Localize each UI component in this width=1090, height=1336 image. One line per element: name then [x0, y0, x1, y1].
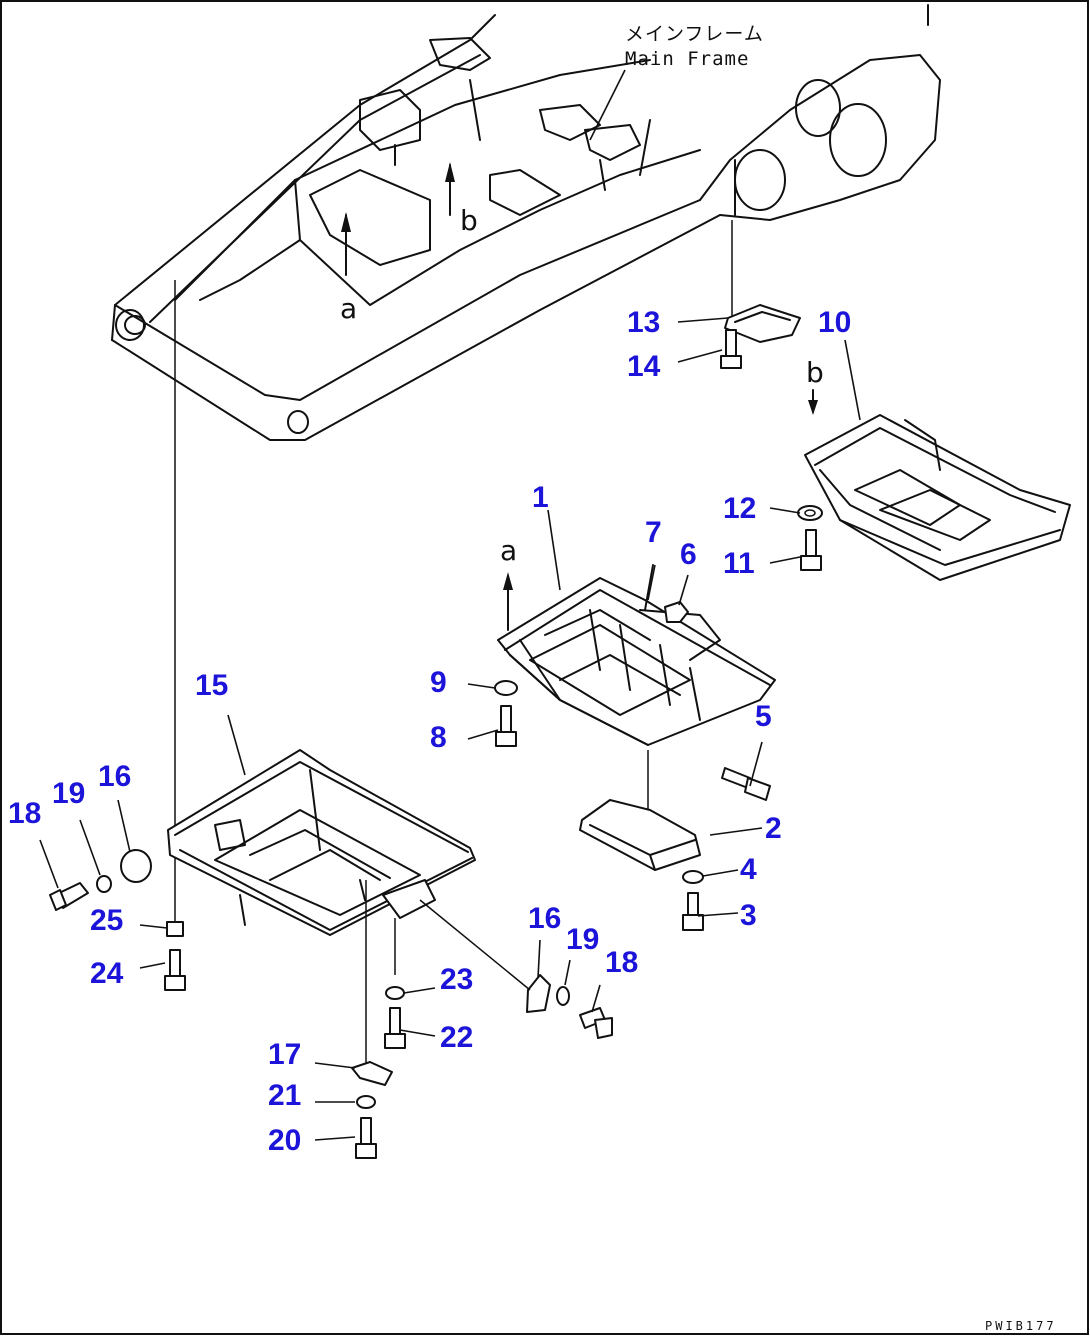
callout-15: 15 — [195, 669, 228, 702]
washer-12 — [797, 505, 823, 521]
callout-16-left: 16 — [98, 760, 131, 793]
callout-19-right: 19 — [566, 923, 599, 956]
washer-9 — [494, 680, 518, 696]
callout-10: 10 — [818, 306, 851, 339]
callout-14: 14 — [627, 350, 661, 383]
ref-letter-b-cover: b — [806, 356, 824, 389]
callout-21: 21 — [268, 1079, 301, 1112]
callout-17: 17 — [268, 1038, 301, 1071]
callout-25: 25 — [90, 904, 123, 937]
callout-19-left: 19 — [52, 777, 85, 810]
callout-2: 2 — [765, 812, 782, 845]
ref-letter-a-cover: a — [500, 534, 517, 567]
bolt-18-right — [579, 1007, 613, 1039]
callout-leaders — [39, 317, 861, 1141]
callout-12: 12 — [723, 492, 756, 525]
washer-23 — [385, 986, 405, 1000]
plug-16-left — [120, 849, 152, 883]
rear-under-cover-10 — [804, 414, 1071, 581]
callout-18-right: 18 — [605, 946, 638, 979]
callout-13: 13 — [627, 306, 660, 339]
nut-6 — [664, 601, 689, 623]
callout-11: 11 — [723, 547, 755, 580]
bolt-24 — [164, 949, 186, 991]
bolt-18-left — [49, 882, 89, 911]
callout-7: 7 — [645, 516, 662, 549]
callout-16-right: 16 — [528, 902, 561, 935]
bolt-3 — [682, 892, 704, 931]
washer-4 — [682, 870, 704, 884]
frame-label-english: Main Frame — [625, 48, 749, 70]
callout-9: 9 — [430, 666, 447, 699]
bracket-2 — [579, 799, 701, 871]
plug-16-right — [526, 974, 551, 1013]
center-under-cover-1 — [497, 577, 776, 746]
frame-label-japanese: メインフレーム — [625, 23, 764, 45]
bolt-11 — [800, 529, 822, 571]
callout-22: 22 — [440, 1021, 473, 1054]
bolt-5 — [721, 767, 771, 801]
washer-19-left — [96, 875, 112, 893]
cover-plate-13 — [724, 304, 801, 343]
washer-21 — [356, 1095, 376, 1109]
callout-6: 6 — [680, 538, 697, 571]
main-frame-drawing — [111, 4, 941, 930]
callout-23: 23 — [440, 963, 473, 996]
bolt-22 — [384, 1007, 406, 1049]
bracket-17 — [351, 1061, 393, 1086]
ref-letter-b-frame: b — [460, 204, 478, 237]
bolt-20 — [355, 1117, 377, 1159]
callout-18-left: 18 — [8, 797, 41, 830]
diagram-code: PWIB177 — [985, 1319, 1057, 1333]
callout-5: 5 — [755, 700, 772, 733]
washer-19-right — [556, 986, 570, 1006]
spacer-25 — [166, 921, 184, 937]
callout-3: 3 — [740, 899, 757, 932]
bolt-8 — [495, 705, 517, 747]
callout-1: 1 — [532, 481, 549, 514]
callout-24: 24 — [90, 957, 124, 990]
hinge-15 — [382, 879, 436, 919]
callout-20: 20 — [268, 1124, 301, 1157]
callout-8: 8 — [430, 721, 447, 754]
bolt-14 — [720, 329, 742, 369]
ref-letter-a-frame: a — [340, 292, 357, 325]
callout-4: 4 — [740, 853, 757, 886]
